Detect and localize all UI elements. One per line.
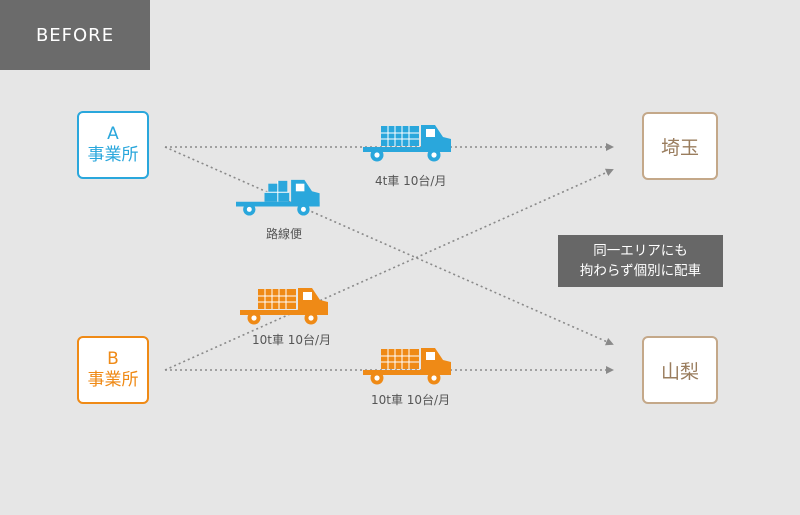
truck-icon bbox=[363, 348, 451, 385]
note-box: 同一エリアにも 拘わらず個別に配車 bbox=[558, 235, 723, 287]
destination-yamanashi-box: 山梨 bbox=[642, 336, 718, 404]
origin-a-box: A 事業所 bbox=[77, 111, 149, 179]
route-b-saitama bbox=[164, 168, 614, 371]
route-label-rosenbin: 路線便 bbox=[266, 227, 303, 241]
origin-a-letter: A bbox=[107, 124, 119, 144]
route-label-10t-a: 10t車 10台/月 bbox=[252, 333, 332, 347]
truck-icon bbox=[236, 179, 320, 216]
origin-a-name: 事業所 bbox=[87, 145, 139, 165]
origin-b-letter: B bbox=[107, 349, 119, 369]
note-line-1: 同一エリアにも bbox=[593, 243, 688, 259]
destination-saitama-box: 埼玉 bbox=[642, 112, 718, 180]
truck-icon bbox=[240, 288, 328, 325]
origin-b-box: B 事業所 bbox=[77, 336, 149, 404]
note-line-2: 拘わらず個別に配車 bbox=[579, 263, 702, 279]
before-tag: BEFORE bbox=[0, 0, 150, 70]
route-a-yamanashi bbox=[164, 146, 614, 346]
route-label-10t-b: 10t車 10台/月 bbox=[371, 393, 451, 407]
origin-b-name: 事業所 bbox=[87, 370, 139, 390]
truck-icon bbox=[363, 125, 451, 162]
route-label-4t: 4t車 10台/月 bbox=[375, 174, 447, 188]
